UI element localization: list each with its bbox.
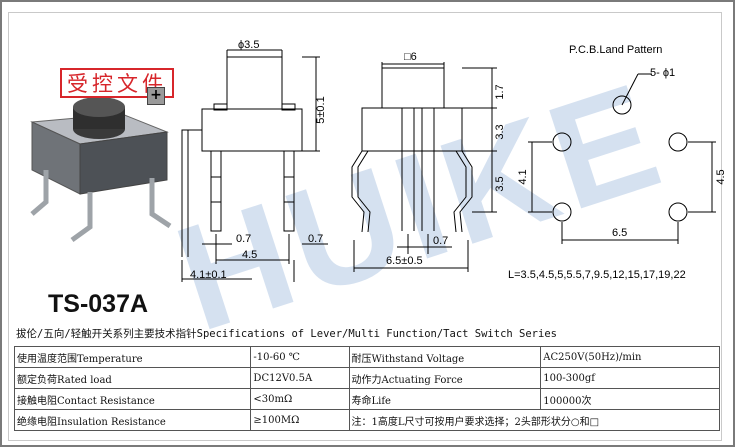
dim-square6: □6 [404, 51, 417, 63]
table-cell: ≥100MΩ [250, 409, 350, 431]
table-cell: 绝缘电阻Insulation Resistance [13, 409, 252, 431]
table-cell: 动作力Actuating Force [348, 367, 542, 389]
series-title: 拔伦/五向/轻触开关系列主要技术指针Specifications of Leve… [16, 328, 557, 340]
controlled-document-stamp: 受控文件 [60, 68, 174, 98]
pcb-45: 4.5 [715, 169, 727, 184]
pcb-pattern [528, 73, 716, 244]
dim-65pm05: 6.5±0.5 [386, 255, 423, 267]
table-cell: 耐压Withstand Voltage [348, 346, 542, 368]
switch-photo [30, 97, 172, 243]
table-cell: -10-60 ℃ [250, 346, 350, 368]
dim-45a: 4.5 [242, 249, 257, 261]
table-row: 使用温度范围Temperature -10-60 ℃ 耐压Withstand V… [13, 346, 720, 368]
table-cell: 寿命Life [348, 388, 542, 410]
dim-07a: 0.7 [236, 233, 251, 245]
pcb-title: P.C.B.Land Pattern [569, 44, 662, 56]
table-cell: 使用温度范围Temperature [13, 346, 252, 368]
lengths-note: L=3.5,4.5,5,5.5,7,9.5,12,15,17,19,22 [508, 269, 686, 281]
dim-35: 3.5 [494, 176, 506, 191]
pcb-65: 6.5 [612, 227, 627, 239]
table-cell: AC250V(50Hz)/min [540, 346, 720, 368]
inner-frame [8, 12, 722, 441]
dim-phi35: ϕ3.5 [238, 39, 259, 51]
crosshair-icon: + [147, 87, 165, 105]
model-number: TS-037A [48, 290, 149, 318]
table-cell: 100-300gf [540, 367, 720, 389]
table-row: 接触电阻Contact Resistance <30mΩ 寿命Life 1000… [13, 388, 720, 410]
table-row: 绝缘电阻Insulation Resistance ≥100MΩ 注：1高度L尺… [13, 409, 721, 431]
front-view [351, 62, 497, 272]
table-cell: <30mΩ [250, 388, 350, 410]
table-row: 额定负荷Rated load DC12V0.5A 动作力Actuating Fo… [13, 367, 720, 389]
spec-table: 使用温度范围Temperature -10-60 ℃ 耐压Withstand V… [13, 346, 721, 431]
pcb-41: 4.1 [517, 169, 529, 184]
table-cell: 额定负荷Rated load [13, 367, 252, 389]
dim-07b: 0.7 [308, 233, 323, 245]
dim-5pm01: 5±0.1 [315, 96, 327, 123]
table-cell: 注：1高度L尺寸可按用户要求选择；2头部形状分○和□ [348, 409, 721, 431]
pcb-holes: 5- ϕ1 [650, 67, 675, 79]
table-cell: 100000次 [540, 388, 720, 410]
table-cell: DC12V0.5A [250, 367, 350, 389]
dim-33: 3.3 [494, 124, 506, 139]
dim-41pm01: 4.1±0.1 [190, 269, 227, 281]
dim-17: 1.7 [494, 84, 506, 99]
side-view [181, 49, 328, 282]
table-cell: 接触电阻Contact Resistance [13, 388, 252, 410]
technical-drawing: ϕ3.5 □6 5±0.1 1.7 3.3 3.5 0.7 0.7 0.7 4.… [30, 39, 727, 282]
dim-07c: 0.7 [433, 235, 448, 247]
